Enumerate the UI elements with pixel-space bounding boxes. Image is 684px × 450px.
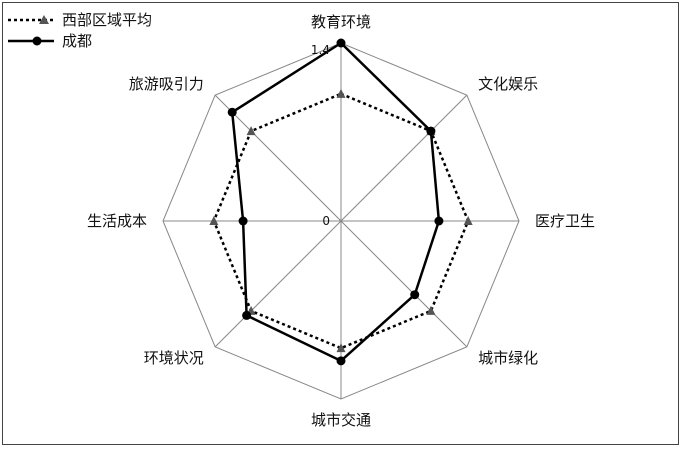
tick-label-min: 0 — [322, 214, 330, 228]
data-point — [238, 216, 248, 226]
grid-spoke — [340, 94, 468, 222]
axis-label: 教育环境 — [311, 13, 371, 31]
axis-label: 文化娱乐 — [478, 75, 538, 93]
data-point — [463, 216, 473, 225]
axis-label: 旅游吸引力 — [129, 75, 204, 93]
series-line — [212, 92, 470, 350]
series-1 — [227, 38, 444, 366]
data-point — [246, 126, 256, 136]
axis-label: 环境状况 — [144, 349, 204, 367]
axis-label: 生活成本 — [87, 212, 147, 230]
axis-label: 城市绿化 — [478, 349, 538, 367]
legend-item-chengdu: 成都 — [8, 32, 92, 50]
series-layer — [209, 38, 473, 366]
legend-item-avg: 西部区域平均 — [8, 11, 152, 29]
data-point — [426, 126, 436, 136]
data-point — [336, 88, 346, 98]
axis-label: 医疗卫生 — [535, 212, 595, 230]
axis-label: 城市交通 — [311, 411, 371, 429]
data-point — [227, 107, 237, 117]
grid-spoke — [214, 94, 342, 222]
legend-marker-chengdu — [32, 36, 42, 46]
legend-marker-avg — [39, 15, 49, 24]
legend-label-avg: 西部区域平均 — [62, 11, 152, 29]
grid-spoke — [214, 220, 342, 348]
data-point — [410, 290, 420, 300]
data-point — [336, 38, 346, 48]
data-point — [209, 216, 219, 225]
data-point — [242, 310, 252, 320]
grid-spoke — [340, 220, 468, 348]
tick-label-max: 1.4 — [311, 43, 330, 57]
series-line — [230, 41, 441, 363]
data-point — [336, 356, 346, 366]
legend-label-chengdu: 成都 — [62, 32, 92, 50]
radar-grid — [162, 42, 520, 400]
legend: 西部区域平均 成都 — [8, 11, 152, 50]
data-point — [426, 305, 436, 315]
data-point — [336, 343, 346, 353]
data-point — [434, 216, 444, 226]
chart-frame — [2, 2, 679, 445]
